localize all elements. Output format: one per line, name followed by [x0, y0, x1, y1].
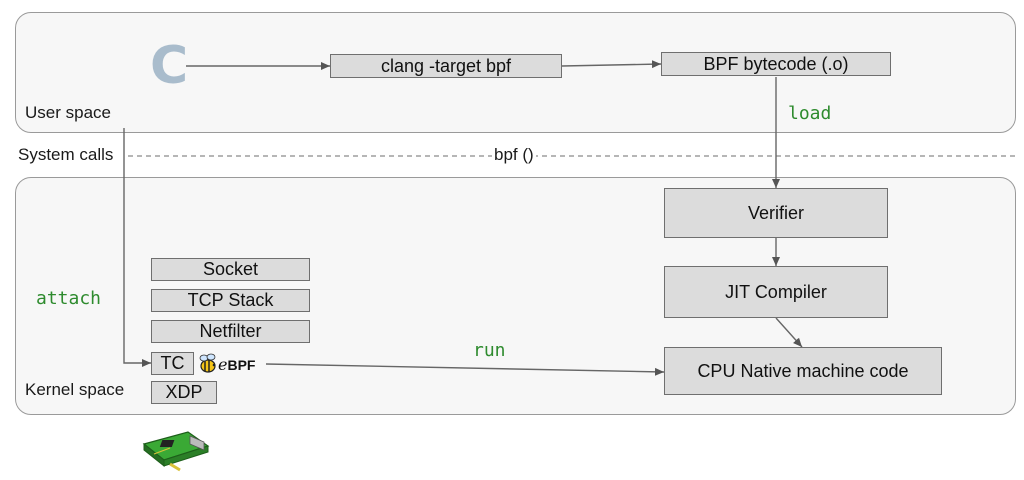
- bytecode-box: BPF bytecode (.o): [661, 52, 891, 76]
- verifier-box: Verifier: [664, 188, 888, 238]
- netfilter-box: Netfilter: [151, 320, 310, 343]
- tcp-stack-box: TCP Stack: [151, 289, 310, 312]
- network-card-icon: [142, 431, 210, 472]
- ebpf-bee-icon: [199, 353, 216, 373]
- native-code-box: CPU Native machine code: [664, 347, 942, 395]
- c-language-icon: C: [150, 36, 189, 96]
- ebpf-logo-prefix: e: [218, 355, 228, 374]
- ebpf-logo: eBPF: [218, 355, 255, 374]
- arrow-clang-to-bytecode: [561, 60, 662, 69]
- kernel-space-label: Kernel space: [25, 380, 125, 399]
- arrow-jit-to-native: [775, 317, 803, 348]
- load-label: load: [788, 103, 832, 124]
- attach-label: attach: [36, 288, 102, 309]
- clang-box: clang -target bpf: [330, 54, 562, 78]
- system-calls-label: System calls: [18, 145, 117, 165]
- arrow-run: [265, 363, 665, 376]
- xdp-box: XDP: [151, 381, 217, 404]
- user-space-label: User space: [25, 103, 111, 122]
- ebpf-logo-suffix: BPF: [227, 357, 256, 373]
- arrow-attach: [123, 128, 151, 367]
- socket-box: Socket: [151, 258, 310, 281]
- jit-compiler-box: JIT Compiler: [664, 266, 888, 318]
- tc-box: TC: [151, 352, 194, 375]
- bpf-syscall-label: bpf (): [492, 145, 536, 165]
- run-label: run: [473, 340, 506, 361]
